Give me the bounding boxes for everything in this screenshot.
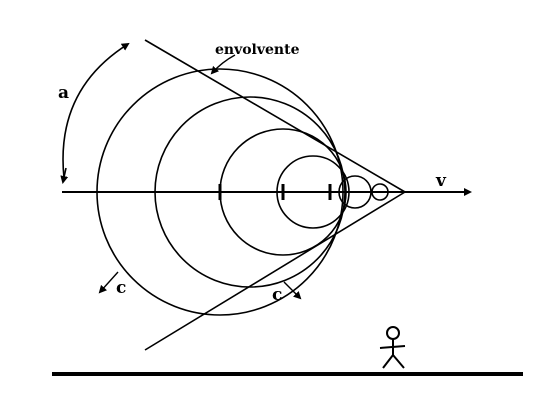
envelope-lower-line: [144, 191, 406, 351]
angle-arc-arrow: [62, 42, 130, 179]
envelope-upper-line: [144, 39, 406, 193]
wavefront-circle-4: [276, 155, 350, 229]
speed-label-right: c: [272, 285, 282, 305]
wavefront-circle-5: [338, 175, 372, 209]
source-tick-marks: [218, 184, 332, 200]
wavefront-circles: [96, 68, 389, 316]
wavefront-circle-1: [96, 68, 344, 316]
angle-label: a: [58, 83, 69, 103]
stick-figure-observer-icon: [379, 326, 406, 369]
envelope-pointer-arrow: [210, 54, 236, 75]
speed-arrow-lower: [98, 271, 119, 294]
speed-arrow-right: [283, 281, 302, 300]
envelope-label: envolvente: [215, 42, 300, 58]
wavefront-circle-6: [371, 183, 389, 201]
velocity-label: v: [435, 171, 447, 191]
speed-label-lower: c: [116, 278, 126, 298]
angle-arc-tail: [60, 167, 69, 184]
